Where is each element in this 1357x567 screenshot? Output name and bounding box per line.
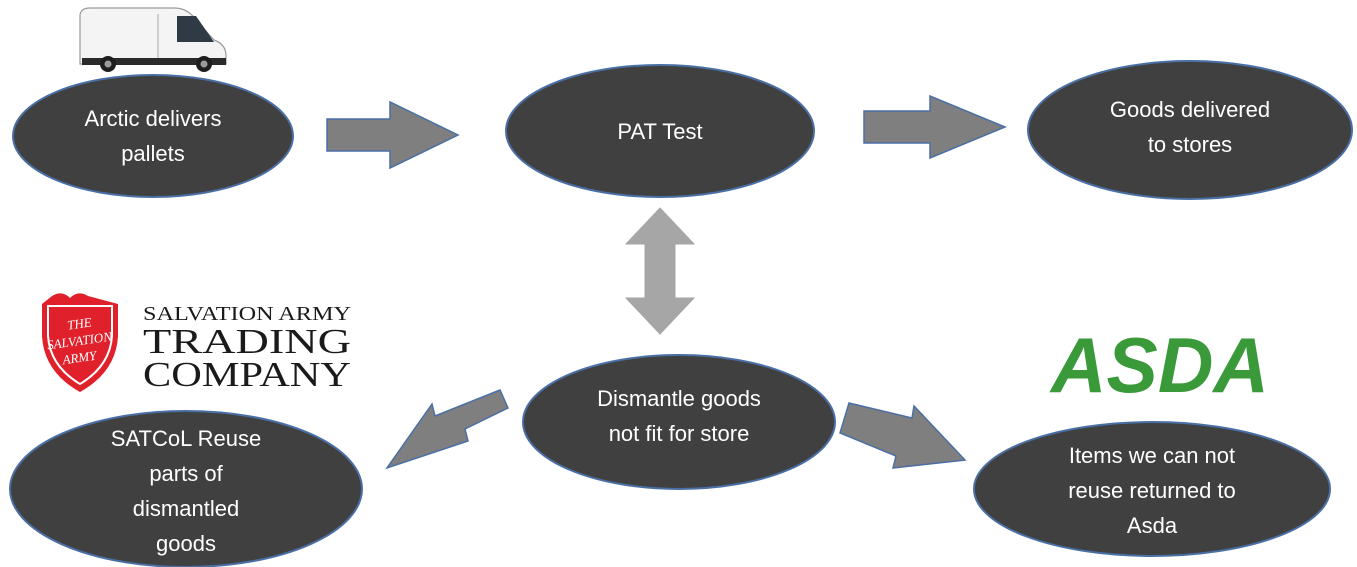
shield-line-3: ARMY	[61, 348, 99, 368]
asda-items-node	[973, 421, 1331, 557]
delivery-van-icon	[79, 7, 227, 72]
arrow-pat-dismantle-bidirectional	[624, 207, 696, 335]
satcol-node	[9, 410, 363, 567]
arctic-node	[12, 74, 294, 198]
salvation-army-shield-logo: THE SALVATION ARMY	[42, 293, 118, 392]
arrow-dismantle-to-asda	[839, 402, 967, 469]
goods-node	[1027, 60, 1353, 200]
arrow-pat-to-goods	[863, 94, 1007, 160]
arrow-dismantle-to-satcol	[385, 389, 509, 470]
pat-test-node	[505, 64, 815, 198]
asda-logo: ASDA	[1049, 321, 1269, 409]
dismantle-node	[522, 354, 836, 490]
pat-test-label: PAT Test	[617, 118, 703, 144]
satc-wordmark-line-1: SALVATION ARMY	[143, 303, 351, 325]
satc-wordmark-line-3: COMPANY	[143, 355, 351, 394]
shield-line-1: THE	[66, 314, 92, 332]
arrow-arctic-to-pat	[326, 100, 460, 170]
satc-wordmark-line-2: TRADING	[143, 322, 351, 361]
